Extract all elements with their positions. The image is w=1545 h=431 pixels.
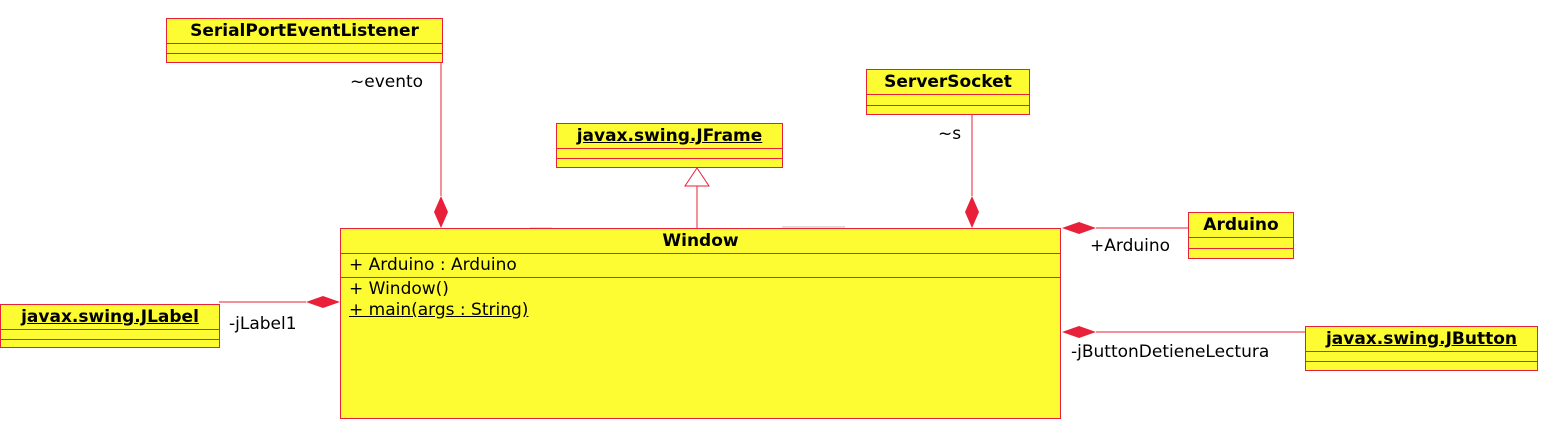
- class-name: Window: [341, 229, 1060, 254]
- operation-compartment: [167, 54, 442, 63]
- diamond-server: [965, 196, 979, 228]
- attribute-compartment: [1189, 238, 1293, 249]
- class-jframe[interactable]: javax.swing.JFrame: [556, 123, 783, 168]
- diamond-jbutton: [1062, 326, 1096, 338]
- attribute-compartment: [1306, 352, 1537, 362]
- operation-compartment: + Window() + main(args : String): [341, 278, 1060, 321]
- operation-compartment: [1306, 362, 1537, 371]
- attribute-compartment: [867, 95, 1029, 106]
- operation-compartment: [867, 106, 1029, 115]
- class-name: javax.swing.JLabel: [1, 305, 219, 330]
- class-jbutton[interactable]: javax.swing.JButton: [1305, 326, 1538, 371]
- role-label-s: ~s: [938, 124, 962, 144]
- attribute-compartment: [1, 330, 219, 340]
- class-name: javax.swing.JFrame: [557, 124, 782, 149]
- class-name: Arduino: [1189, 213, 1293, 238]
- role-label-jlabel: -jLabel1: [229, 314, 297, 334]
- operation-row: + Window(): [349, 279, 449, 299]
- diamond-jlabel: [306, 296, 340, 308]
- diamond-serial: [434, 196, 448, 228]
- attribute-compartment: [557, 149, 782, 159]
- class-server-socket[interactable]: ServerSocket: [866, 69, 1030, 115]
- class-serial-port-event-listener[interactable]: SerialPortEventListener: [166, 18, 443, 63]
- role-label-jbutton: -jButtonDetieneLectura: [1071, 342, 1270, 362]
- role-label-arduino: +Arduino: [1090, 236, 1171, 256]
- role-label-evento: ~evento: [350, 72, 424, 92]
- operation-compartment: [1, 340, 219, 348]
- attribute-compartment: + Arduino : Arduino: [341, 254, 1060, 278]
- attribute-row: + Arduino : Arduino: [349, 255, 517, 275]
- class-name: ServerSocket: [867, 70, 1029, 95]
- class-arduino[interactable]: Arduino: [1188, 212, 1294, 259]
- diamond-arduino: [1062, 222, 1096, 234]
- triangle-jframe: [684, 167, 710, 187]
- operation-row: + main(args : String): [349, 300, 529, 320]
- class-jlabel[interactable]: javax.swing.JLabel: [0, 304, 220, 348]
- class-name: javax.swing.JButton: [1306, 327, 1537, 352]
- operation-compartment: [557, 159, 782, 168]
- class-window[interactable]: Window + Arduino : Arduino + Window() + …: [340, 228, 1061, 419]
- class-name: SerialPortEventListener: [167, 19, 442, 44]
- operation-compartment: [1189, 249, 1293, 259]
- attribute-compartment: [167, 44, 442, 54]
